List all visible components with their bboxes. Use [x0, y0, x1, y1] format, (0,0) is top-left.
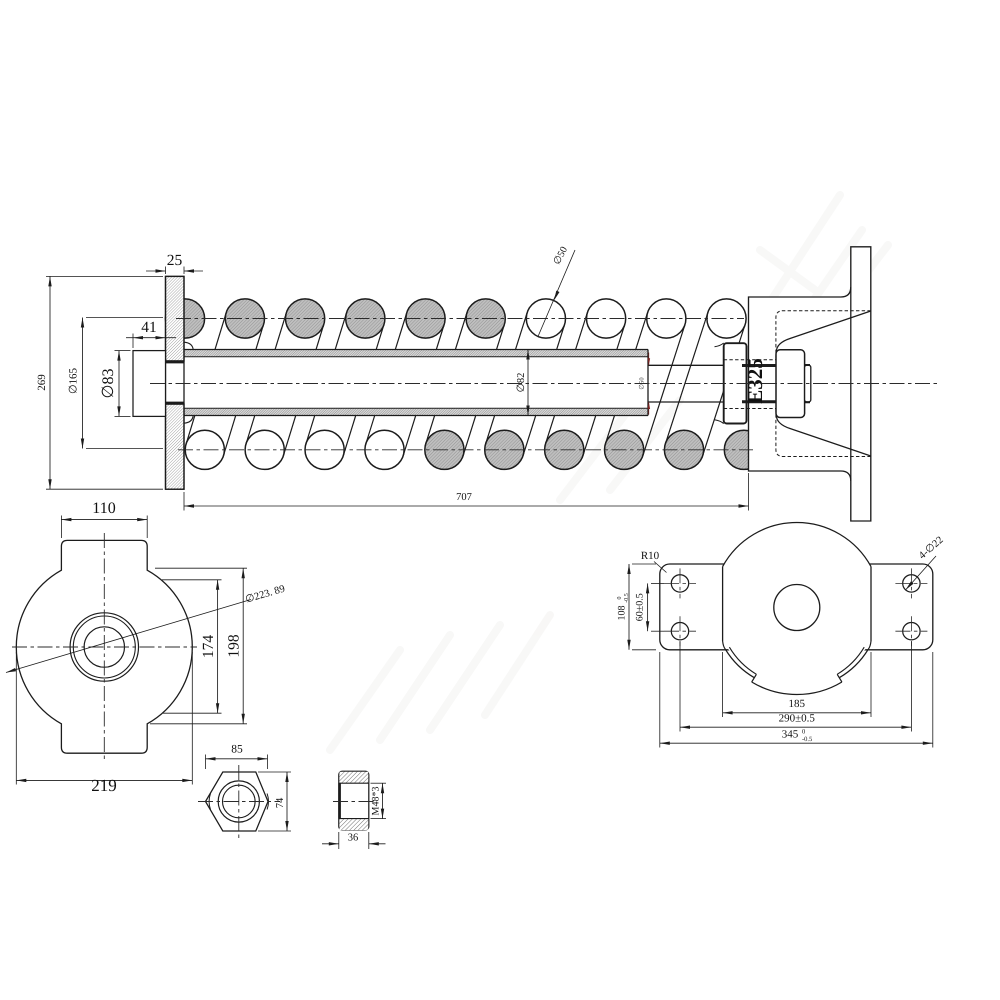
svg-text:185: 185 [789, 698, 806, 710]
svg-text:219: 219 [91, 776, 117, 795]
svg-text:R10: R10 [641, 550, 660, 562]
svg-text:290±0.5: 290±0.5 [779, 713, 816, 725]
svg-text:0: 0 [617, 597, 623, 600]
svg-text:85: 85 [231, 744, 243, 756]
svg-text:269: 269 [36, 374, 48, 391]
svg-text:41: 41 [141, 319, 157, 336]
svg-text:∅82: ∅82 [516, 373, 527, 393]
svg-text:345: 345 [782, 729, 799, 741]
svg-text:0: 0 [802, 729, 805, 736]
svg-text:174: 174 [200, 635, 217, 659]
svg-text:110: 110 [92, 500, 115, 517]
svg-text:∅83: ∅83 [100, 369, 117, 399]
svg-text:74: 74 [275, 797, 286, 808]
svg-text:-0.5: -0.5 [624, 593, 630, 603]
svg-text:108: 108 [617, 606, 628, 621]
svg-text:M48*3: M48*3 [371, 787, 382, 816]
svg-text:∅165: ∅165 [68, 367, 80, 394]
svg-text:707: 707 [456, 492, 472, 503]
svg-text:25: 25 [167, 252, 183, 269]
svg-text:198: 198 [226, 634, 243, 658]
svg-text:36: 36 [348, 833, 359, 844]
svg-text:-0.5: -0.5 [802, 736, 812, 743]
svg-text:60±0.5: 60±0.5 [635, 593, 646, 621]
svg-text:E325: E325 [743, 358, 767, 404]
